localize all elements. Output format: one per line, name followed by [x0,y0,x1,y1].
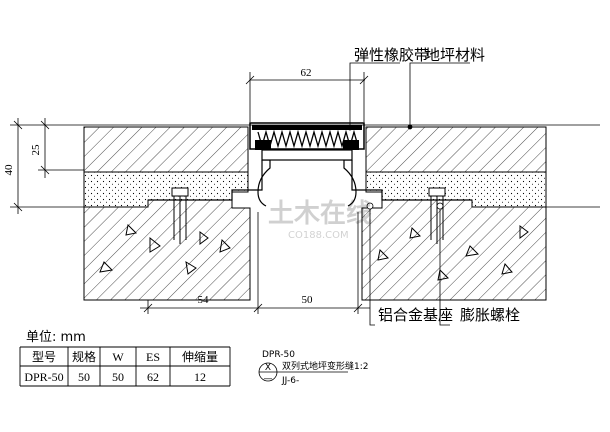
dim-gap-width: 50 [302,294,314,306]
table-cell-model: DPR-50 [24,370,63,384]
bottom-dimensions [140,212,370,314]
concrete-slab [83,199,547,301]
rubber-strip [249,122,365,150]
expansion-bolt-left [171,187,189,244]
callout-aluminum-base: 铝合金基座 [378,306,453,324]
callout-rubber-strip: 弹性橡胶带 [354,46,429,64]
leader-lines [347,62,470,326]
table-cell-w: 50 [112,370,124,384]
watermark-sub: CO188.COM [288,230,349,241]
table-header-spec: 规格 [72,349,96,364]
floor-material-layer [83,126,547,173]
table-header-w: W [112,350,124,364]
reference-lines [10,124,600,208]
detail-marker: X [265,363,271,373]
detail-dash: — [264,374,273,384]
table-cell-spec: 50 [78,370,90,384]
detail-reference: DPR-50 X — 双列式地坪变形缝1:2 JJ-6- [258,350,369,386]
watermark: 土木在线 CO188.COM [268,199,372,241]
expansion-bolt-right [428,187,446,244]
unit-label: 单位: mm [26,330,86,345]
table-header-movement: 伸缩量 [182,349,218,364]
detail-sheet: JJ-6- [281,376,299,386]
table-header-es: ES [146,350,160,364]
callout-floor-material: 地坪材料 [425,46,485,64]
detail-title: 双列式地坪变形缝1:2 [282,360,369,372]
spec-table [19,346,231,387]
top-dimension [245,72,369,122]
dim-left-width: 54 [198,294,210,306]
vertical-dimensions [13,118,50,214]
table-cell-movement: 12 [194,370,206,384]
table-header-model: 型号 [32,350,56,364]
table-cell-es: 62 [147,370,159,384]
aluminum-base [148,149,472,207]
dim-top-layer-height: 25 [30,144,42,156]
detail-code: DPR-50 [262,350,295,360]
watermark-text: 土木在线 [268,199,372,229]
dim-total-height: 40 [3,164,15,176]
callout-expansion-bolt: 膨胀螺栓 [460,306,520,324]
dim-top-width: 62 [301,67,312,79]
